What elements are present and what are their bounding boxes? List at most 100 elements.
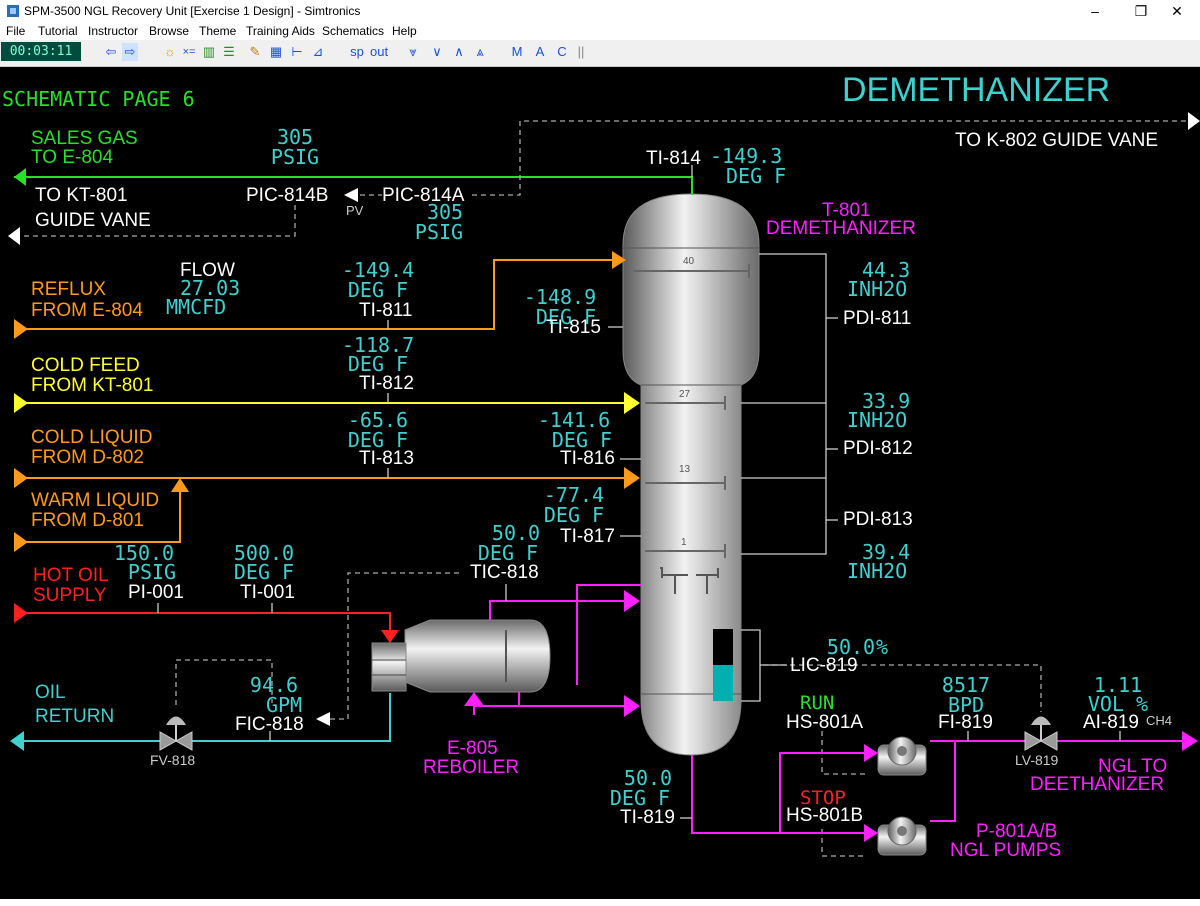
menu-bar: File Tutorial Instructor Browse Theme Tr…	[0, 22, 1200, 40]
hot-oil-supply-line	[14, 603, 399, 643]
menu-schematics[interactable]: Schematics	[322, 24, 385, 38]
menu-tutorial[interactable]: Tutorial	[38, 24, 78, 38]
close-button[interactable]: ✕	[1171, 3, 1183, 19]
window-title: SPM-3500 NGL Recovery Unit [Exercise 1 D…	[24, 4, 361, 18]
sales-gas-label: SALES GAS	[31, 128, 138, 149]
ti812-value: -118.7	[341, 333, 415, 357]
from-d801-label: FROM D-801	[31, 510, 144, 531]
ti814-value: -149.3	[710, 144, 783, 168]
cold-feed-label: COLD FEED	[31, 355, 140, 376]
fv-818-valve[interactable]	[159, 716, 193, 751]
pic-814a-tag[interactable]: PIC-814A	[382, 185, 465, 206]
lv-819-valve[interactable]	[1024, 716, 1058, 751]
deethanizer-label: DEETHANIZER	[1030, 774, 1165, 795]
menu-help[interactable]: Help	[392, 24, 417, 38]
ti819-unit: DEG F	[609, 786, 671, 810]
oil-label: OIL	[35, 682, 66, 703]
pump-p801a[interactable]	[877, 736, 927, 776]
back-arrow-icon[interactable]: ⇦	[105, 44, 117, 59]
fic818-tag[interactable]: FIC-818	[235, 714, 304, 735]
pump-b-suction-arrow-icon	[864, 824, 878, 842]
ti815-tag[interactable]: TI-815	[546, 317, 601, 338]
ti812-tag[interactable]: TI-812	[359, 373, 414, 394]
ti001-tag[interactable]: TI-001	[240, 582, 295, 603]
fi819-value: 8517	[941, 673, 991, 697]
ti816-unit: DEG F	[551, 428, 613, 452]
menu-instructor[interactable]: Instructor	[88, 24, 139, 38]
lic819-tag[interactable]: LIC-819	[790, 655, 858, 676]
kt801-arrow-icon	[8, 227, 20, 245]
pdi811-tag[interactable]: PDI-811	[843, 308, 912, 329]
menu-browse[interactable]: Browse	[149, 24, 190, 38]
minimize-button[interactable]: –	[1091, 3, 1099, 19]
demethanizer-column[interactable]	[622, 193, 760, 756]
down-icon[interactable]: ∨	[432, 44, 442, 59]
output-button[interactable]: out	[370, 44, 389, 59]
menu-training-aids[interactable]: Training Aids	[246, 24, 315, 38]
pdi813-unit: INH2O	[847, 559, 908, 583]
ti813-tag[interactable]: TI-813	[359, 448, 414, 469]
ti811-value: -149.4	[341, 258, 415, 282]
menu-theme[interactable]: Theme	[199, 24, 237, 38]
to-k802-label: TO K-802 GUIDE VANE	[955, 130, 1159, 151]
pi001-tag[interactable]: PI-001	[128, 582, 184, 603]
ai819-tag[interactable]: AI-819	[1083, 712, 1139, 733]
ti817-unit: DEG F	[543, 503, 605, 527]
setpoint-button[interactable]: sp	[350, 44, 364, 59]
cold-liquid-line	[14, 467, 640, 489]
supply-label: SUPPLY	[33, 585, 107, 606]
cascade-mode-button[interactable]: C	[557, 44, 567, 59]
reflux-label: REFLUX	[31, 279, 106, 300]
lic819-unit: %	[876, 635, 889, 659]
trend-bars-icon[interactable]: ▥	[202, 44, 216, 59]
ti819-tag[interactable]: TI-819	[620, 807, 675, 828]
window-bottom-edge	[0, 899, 1200, 906]
p801-name: NGL PUMPS	[950, 840, 1062, 861]
sales-gas-pressure-unit: PSIG	[270, 145, 320, 169]
fi819-unit: BPD	[947, 693, 985, 717]
reset-icon[interactable]: ×=	[182, 46, 196, 58]
cold-feed-line	[14, 392, 640, 414]
fast-down-icon[interactable]: ⩔	[409, 44, 417, 59]
guide-vane-signal-lines	[20, 120, 1186, 237]
tray-27-label: 27	[679, 389, 691, 400]
pump-p801b[interactable]	[877, 816, 927, 856]
pdi812-tag[interactable]: PDI-812	[843, 438, 913, 459]
reboiler-inlet-arrow-icon	[464, 692, 484, 706]
restore-button[interactable]: ❐	[1134, 3, 1148, 19]
pdi813-tag[interactable]: PDI-813	[843, 509, 913, 530]
ti815-value: -148.9	[523, 285, 597, 309]
ti811-tag[interactable]: TI-811	[359, 300, 413, 321]
fi819-tag[interactable]: FI-819	[938, 712, 993, 733]
ti811-unit: DEG F	[347, 278, 409, 302]
menu-file[interactable]: File	[6, 24, 26, 38]
tic818-tag[interactable]: TIC-818	[470, 562, 539, 583]
sun-icon[interactable]: ☼	[164, 44, 176, 59]
chart-icon[interactable]: ⊿	[312, 44, 324, 59]
pi001-value: 150.0	[113, 541, 175, 565]
ti814-tag[interactable]: TI-814	[646, 148, 701, 169]
ti816-tag[interactable]: TI-816	[560, 448, 615, 469]
grid-icon[interactable]: ▦	[269, 44, 283, 59]
ngl-to-label: NGL TO	[1098, 756, 1168, 777]
window-titlebar: SPM-3500 NGL Recovery Unit [Exercise 1 D…	[0, 0, 1200, 22]
pic-814b-tag[interactable]: PIC-814B	[246, 185, 329, 206]
ti817-tag[interactable]: TI-817	[560, 526, 615, 547]
pdi811-unit: INH2O	[847, 277, 908, 301]
forward-arrow-icon[interactable]: ⇨	[122, 43, 138, 61]
hs801b-tag[interactable]: HS-801B	[786, 805, 864, 826]
reboiler-e805[interactable]	[371, 619, 551, 693]
toolbar: 00:03:11 ⇦ ⇨ ☼ ×= ▥ ☰ ✎ ▦ ⊢ ⊿ sp out ⩔ ∨…	[0, 40, 1200, 67]
pdi-bracket-lines	[741, 253, 838, 702]
manual-mode-button[interactable]: M	[511, 44, 523, 59]
fast-up-icon[interactable]: ⩓	[476, 44, 484, 59]
up-icon[interactable]: ∧	[454, 44, 464, 59]
hs801a-tag[interactable]: HS-801A	[786, 712, 864, 733]
pencil-icon[interactable]: ✎	[249, 44, 261, 59]
app-icon	[7, 5, 19, 17]
auto-mode-button[interactable]: A	[535, 44, 545, 59]
ch4-label: CH4	[1146, 713, 1173, 728]
list-icon[interactable]: ☰	[223, 44, 235, 59]
tree-icon[interactable]: ⊢	[291, 44, 303, 59]
schematic-page-label: SCHEMATIC PAGE 6	[2, 87, 195, 111]
